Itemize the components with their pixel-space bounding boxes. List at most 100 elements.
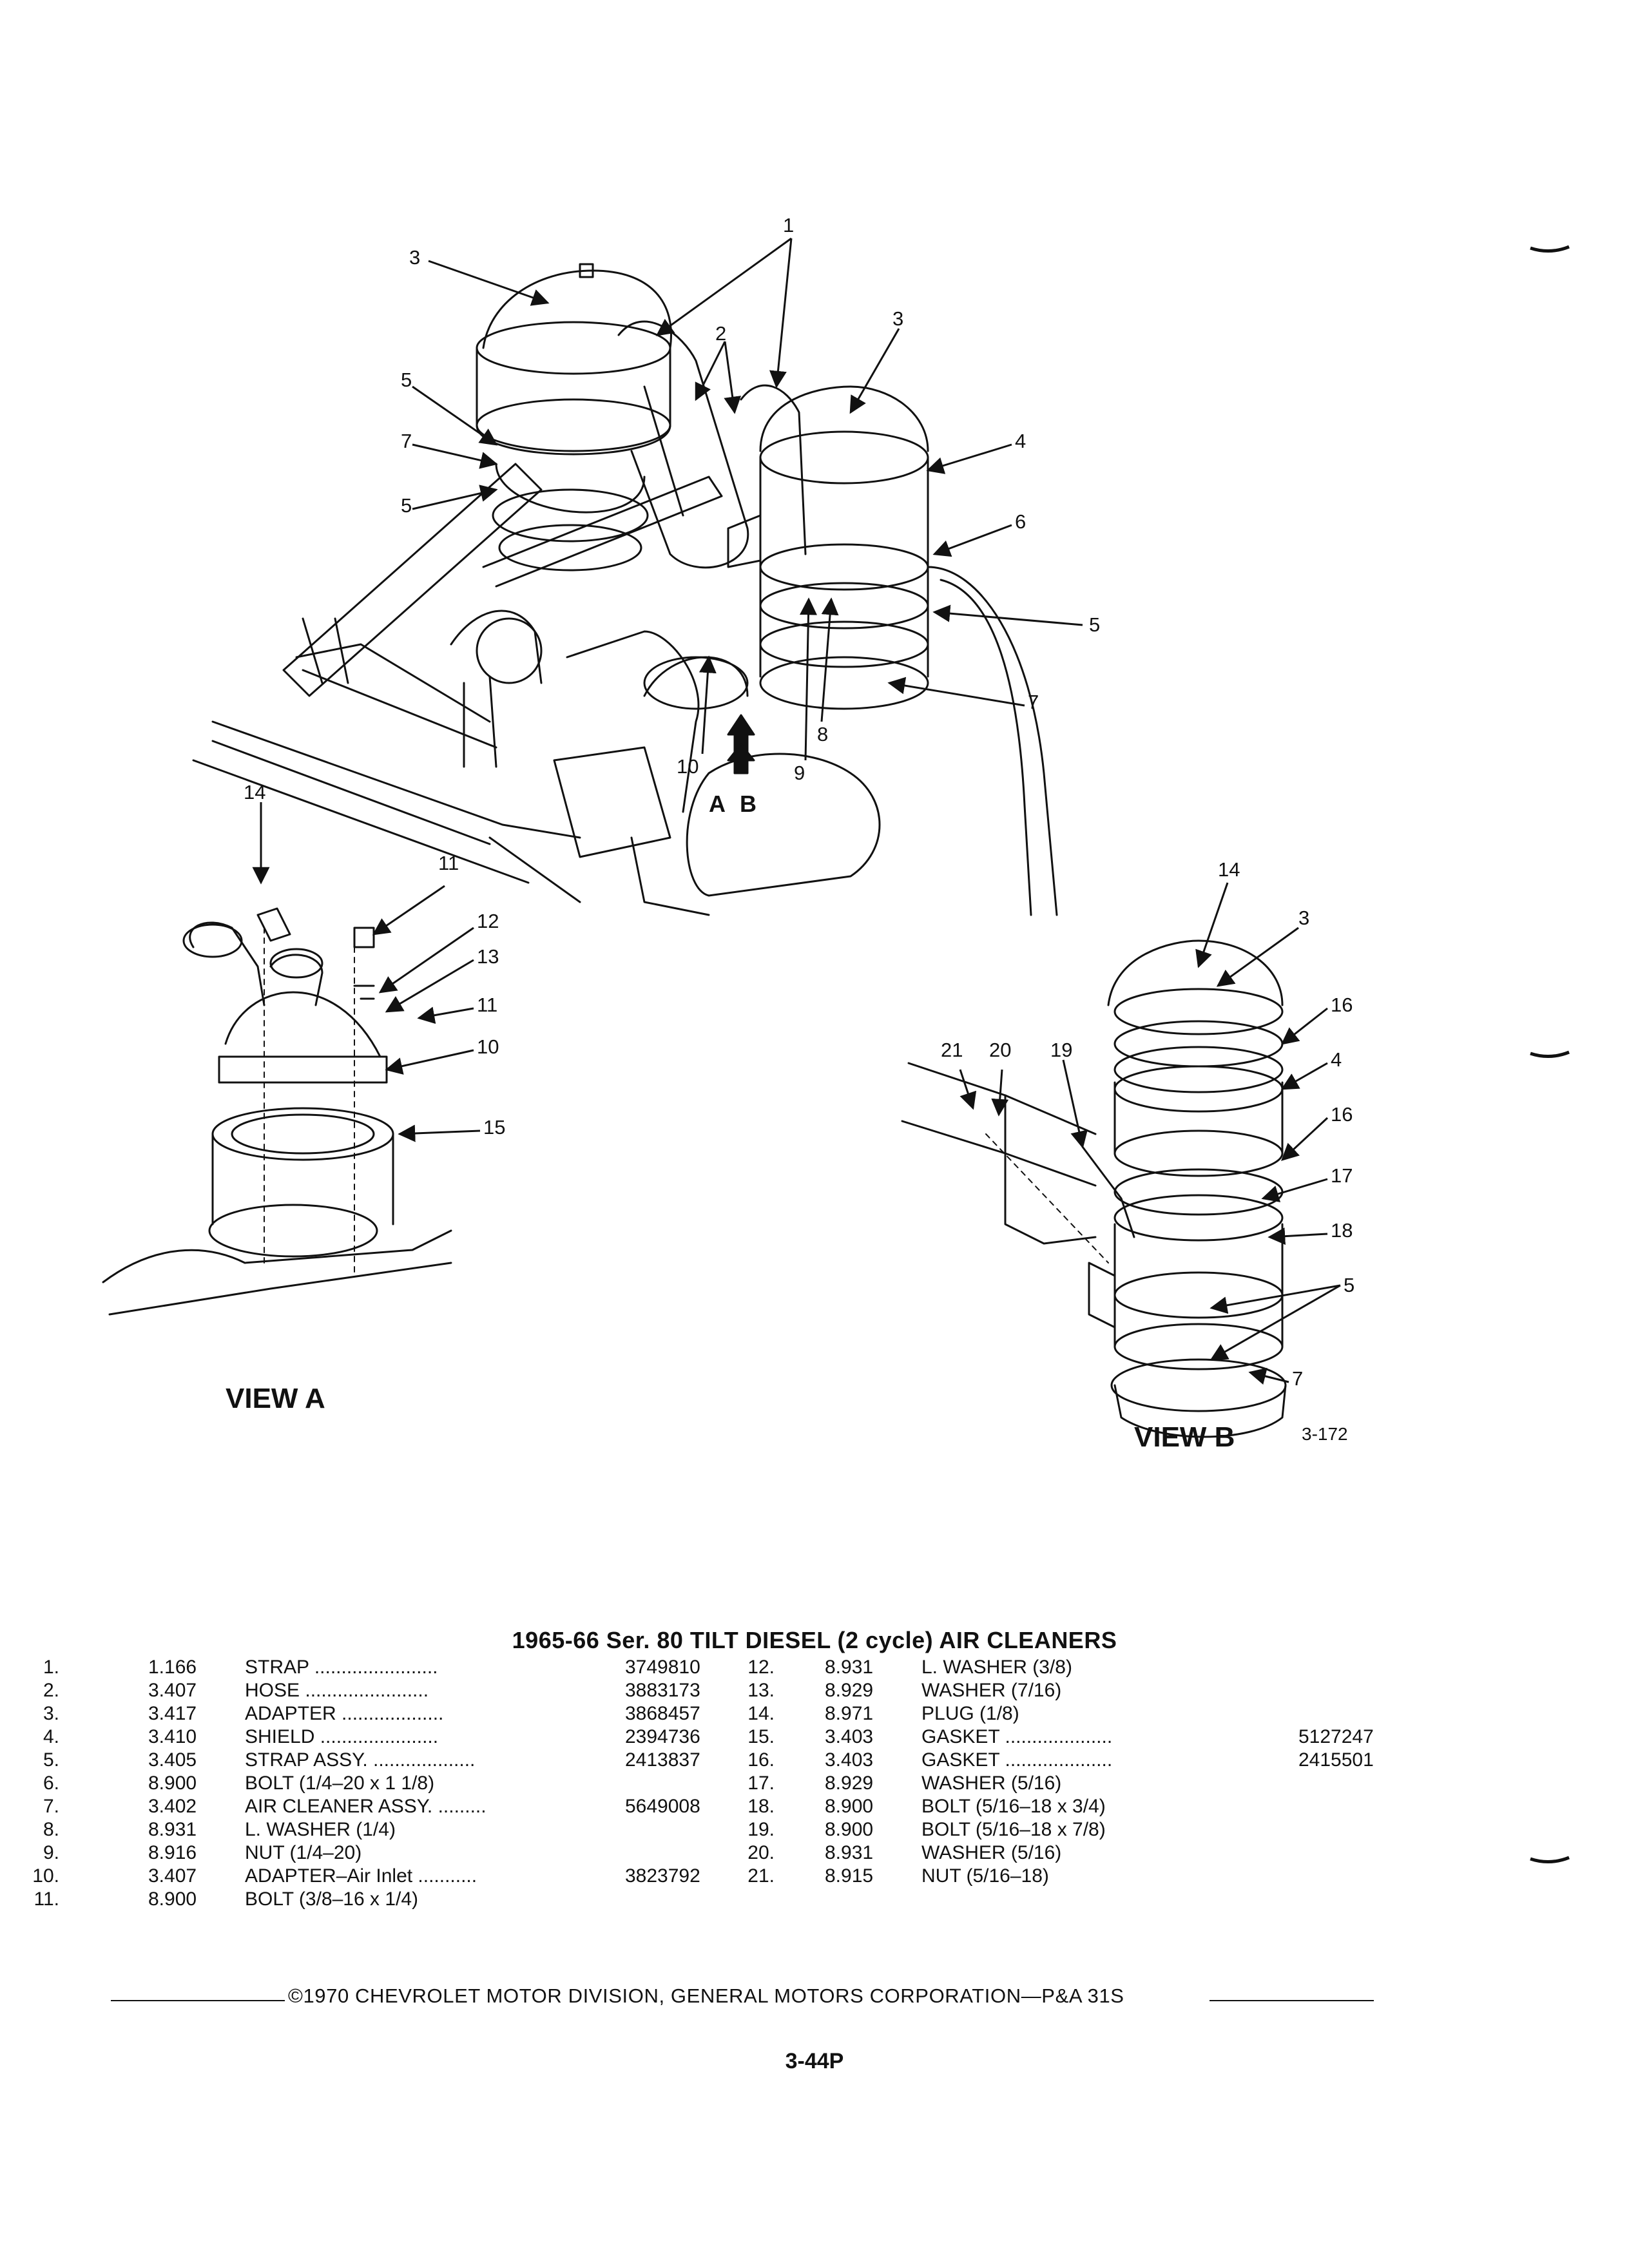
parts-code: 3.410 xyxy=(148,1726,197,1747)
parts-code: 8.900 xyxy=(825,1819,874,1840)
callout: 5 xyxy=(401,369,412,391)
callout: 7 xyxy=(1028,691,1039,713)
parts-desc: STRAP ....................... xyxy=(245,1657,438,1678)
callouts-view-a: 14 11 12 13 11 10 15 xyxy=(244,781,505,1139)
parts-desc: WASHER (5/16) xyxy=(921,1773,1062,1794)
parts-part: 3883173 xyxy=(625,1680,700,1701)
callout: 5 xyxy=(401,494,412,517)
parts-part: 3823792 xyxy=(625,1865,700,1887)
callout: 3 xyxy=(892,307,903,330)
parts-no: 15. xyxy=(747,1726,775,1747)
callouts-main: 1 3 2 3 5 7 5 4 6 5 7 9 8 10 A B xyxy=(401,214,1100,817)
parts-desc: BOLT (1/4–20 x 1 1/8) xyxy=(245,1773,435,1794)
parts-code: 1.166 xyxy=(148,1657,197,1678)
parts-part: 2413837 xyxy=(625,1749,700,1771)
copyright-footer: ©1970 CHEVROLET MOTOR DIVISION, GENERAL … xyxy=(111,1983,1374,2009)
parts-no: 3. xyxy=(43,1703,59,1724)
callout: 16 xyxy=(1331,994,1353,1016)
callout: 20 xyxy=(989,1039,1011,1061)
callout: 2 xyxy=(715,322,726,345)
callout: 7 xyxy=(1292,1367,1303,1390)
parts-no: 14. xyxy=(747,1703,775,1724)
callout: 4 xyxy=(1015,430,1026,452)
parts-desc: HOSE ....................... xyxy=(245,1680,429,1701)
parts-code: 8.900 xyxy=(825,1796,874,1817)
callout: 6 xyxy=(1015,510,1026,533)
callout: 8 xyxy=(817,723,828,745)
parts-no: 11. xyxy=(34,1888,59,1910)
callout: A xyxy=(709,791,726,817)
callout: 5 xyxy=(1089,613,1100,636)
parts-desc: GASKET .................... xyxy=(921,1726,1113,1747)
copyright-text: ©1970 CHEVROLET MOTOR DIVISION, GENERAL … xyxy=(288,1984,1124,2007)
parts-desc: BOLT (3/8–16 x 1/4) xyxy=(245,1888,419,1910)
parts-no: 18. xyxy=(747,1796,775,1817)
parts-no: 13. xyxy=(747,1680,775,1701)
parts-list-title: 1965-66 Ser. 80 TILT DIESEL (2 cycle) AI… xyxy=(512,1627,1117,1653)
callout: 3 xyxy=(409,246,420,269)
parts-desc: BOLT (5/16–18 x 7/8) xyxy=(921,1819,1106,1840)
callout: 17 xyxy=(1331,1164,1353,1187)
parts-no: 17. xyxy=(747,1773,775,1794)
view-a-assembly xyxy=(102,907,452,1316)
callout: 18 xyxy=(1331,1219,1353,1242)
parts-desc: L. WASHER (3/8) xyxy=(921,1657,1072,1678)
parts-desc: PLUG (1/8) xyxy=(921,1703,1019,1724)
parts-desc: SHIELD ...................... xyxy=(245,1726,439,1747)
parts-part: 3749810 xyxy=(625,1657,700,1678)
page-number: 3-44P xyxy=(785,2049,844,2073)
callout: 19 xyxy=(1050,1039,1072,1061)
callout: B xyxy=(740,791,757,817)
callout: 16 xyxy=(1331,1103,1353,1126)
parts-code: 3.405 xyxy=(148,1749,197,1771)
callouts-view-b: 14 3 21 20 19 16 4 16 17 18 5 7 xyxy=(941,858,1354,1390)
parts-code: 3.402 xyxy=(148,1796,197,1817)
view-b-label: VIEW B xyxy=(1134,1421,1235,1453)
parts-part: 2415501 xyxy=(1298,1749,1374,1771)
parts-part: 5127247 xyxy=(1298,1726,1374,1747)
parts-code: 8.900 xyxy=(148,1773,197,1794)
parts-code: 8.929 xyxy=(825,1773,874,1794)
parts-part: 2394736 xyxy=(625,1726,700,1747)
parts-code: 3.403 xyxy=(825,1726,874,1747)
parts-code: 8.900 xyxy=(148,1888,197,1910)
parts-no: 2. xyxy=(43,1680,59,1701)
callout: 5 xyxy=(1344,1274,1354,1296)
parts-no: 1. xyxy=(43,1657,59,1678)
callout: 4 xyxy=(1331,1048,1342,1071)
parts-code: 3.407 xyxy=(148,1865,197,1887)
engine-block xyxy=(450,610,881,916)
parts-code: 8.931 xyxy=(825,1657,874,1678)
parts-code: 8.931 xyxy=(825,1842,874,1863)
callout: 9 xyxy=(794,762,805,784)
parts-code: 3.403 xyxy=(825,1749,874,1771)
parts-no: 21. xyxy=(747,1865,775,1887)
parts-no: 12. xyxy=(747,1657,775,1678)
parts-desc: L. WASHER (1/4) xyxy=(245,1819,396,1840)
callout: 21 xyxy=(941,1039,963,1061)
air-cleaner-left xyxy=(476,263,672,572)
view-a-label: VIEW A xyxy=(226,1383,325,1414)
parts-desc: NUT (1/4–20) xyxy=(245,1842,362,1863)
parts-desc: ADAPTER ................... xyxy=(245,1703,444,1724)
callout: 11 xyxy=(477,994,497,1016)
frame-rail xyxy=(192,720,581,884)
parts-no: 20. xyxy=(747,1842,775,1863)
callout: 1 xyxy=(783,214,794,236)
parts-no: 9. xyxy=(43,1842,59,1863)
parts-no: 10. xyxy=(32,1865,59,1887)
parts-desc: NUT (5/16–18) xyxy=(921,1865,1049,1887)
parts-code: 8.931 xyxy=(148,1819,197,1840)
parts-part: 3868457 xyxy=(625,1703,700,1724)
parts-no: 5. xyxy=(43,1749,59,1771)
air-cleaner-right xyxy=(727,385,1058,916)
callout: 12 xyxy=(477,910,499,932)
parts-desc: GASKET .................... xyxy=(921,1749,1113,1771)
parts-part: 5649008 xyxy=(625,1796,700,1817)
parts-desc: BOLT (5/16–18 x 3/4) xyxy=(921,1796,1106,1817)
parts-desc: WASHER (5/16) xyxy=(921,1842,1062,1863)
callout: 11 xyxy=(438,852,459,874)
parts-no: 8. xyxy=(43,1819,59,1840)
parts-code: 8.971 xyxy=(825,1703,874,1724)
